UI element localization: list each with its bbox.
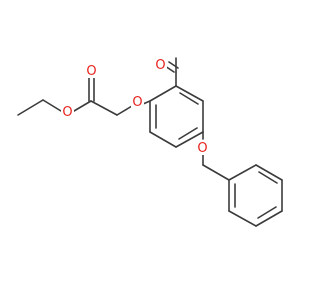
ring2-bond-2 <box>255 164 283 181</box>
atom-label-benzyl-o: O <box>197 141 207 156</box>
ring2-bond-1 <box>228 164 257 181</box>
ring1-bond-4 <box>175 131 204 148</box>
bond-ch2-phenyl <box>202 164 230 181</box>
atom-label-carbonyl-o: O <box>86 64 96 79</box>
ring2-bond-5 <box>228 210 257 227</box>
ring1-inner-1 <box>179 92 199 105</box>
ring1-bond-5 <box>149 131 177 148</box>
bond-ch2-ether-o <box>116 105 133 116</box>
molecule-diagram: O O O O O <box>17 57 283 227</box>
bond-carbonyl-ch2 <box>90 100 118 116</box>
bond-ch3-ch2 <box>17 99 44 116</box>
atom-label-ether-o: O <box>132 95 142 110</box>
bond-ether-o-ring <box>142 100 151 105</box>
ring1-bond-2 <box>175 85 204 102</box>
ring2-inner-2 <box>257 206 277 219</box>
ring1-bond-1 <box>149 85 177 102</box>
atom-label-aldehyde-o: O <box>155 58 165 73</box>
ring2-inner-1 <box>258 171 278 184</box>
structure-canvas: O O O O O <box>17 57 283 227</box>
bond-o-carbonyl-c <box>73 100 92 112</box>
bond-ch2-o <box>42 99 62 112</box>
atom-label-ester-o: O <box>62 105 72 120</box>
ring2-bond-4 <box>255 210 283 227</box>
ring1-inner-2 <box>178 127 198 140</box>
